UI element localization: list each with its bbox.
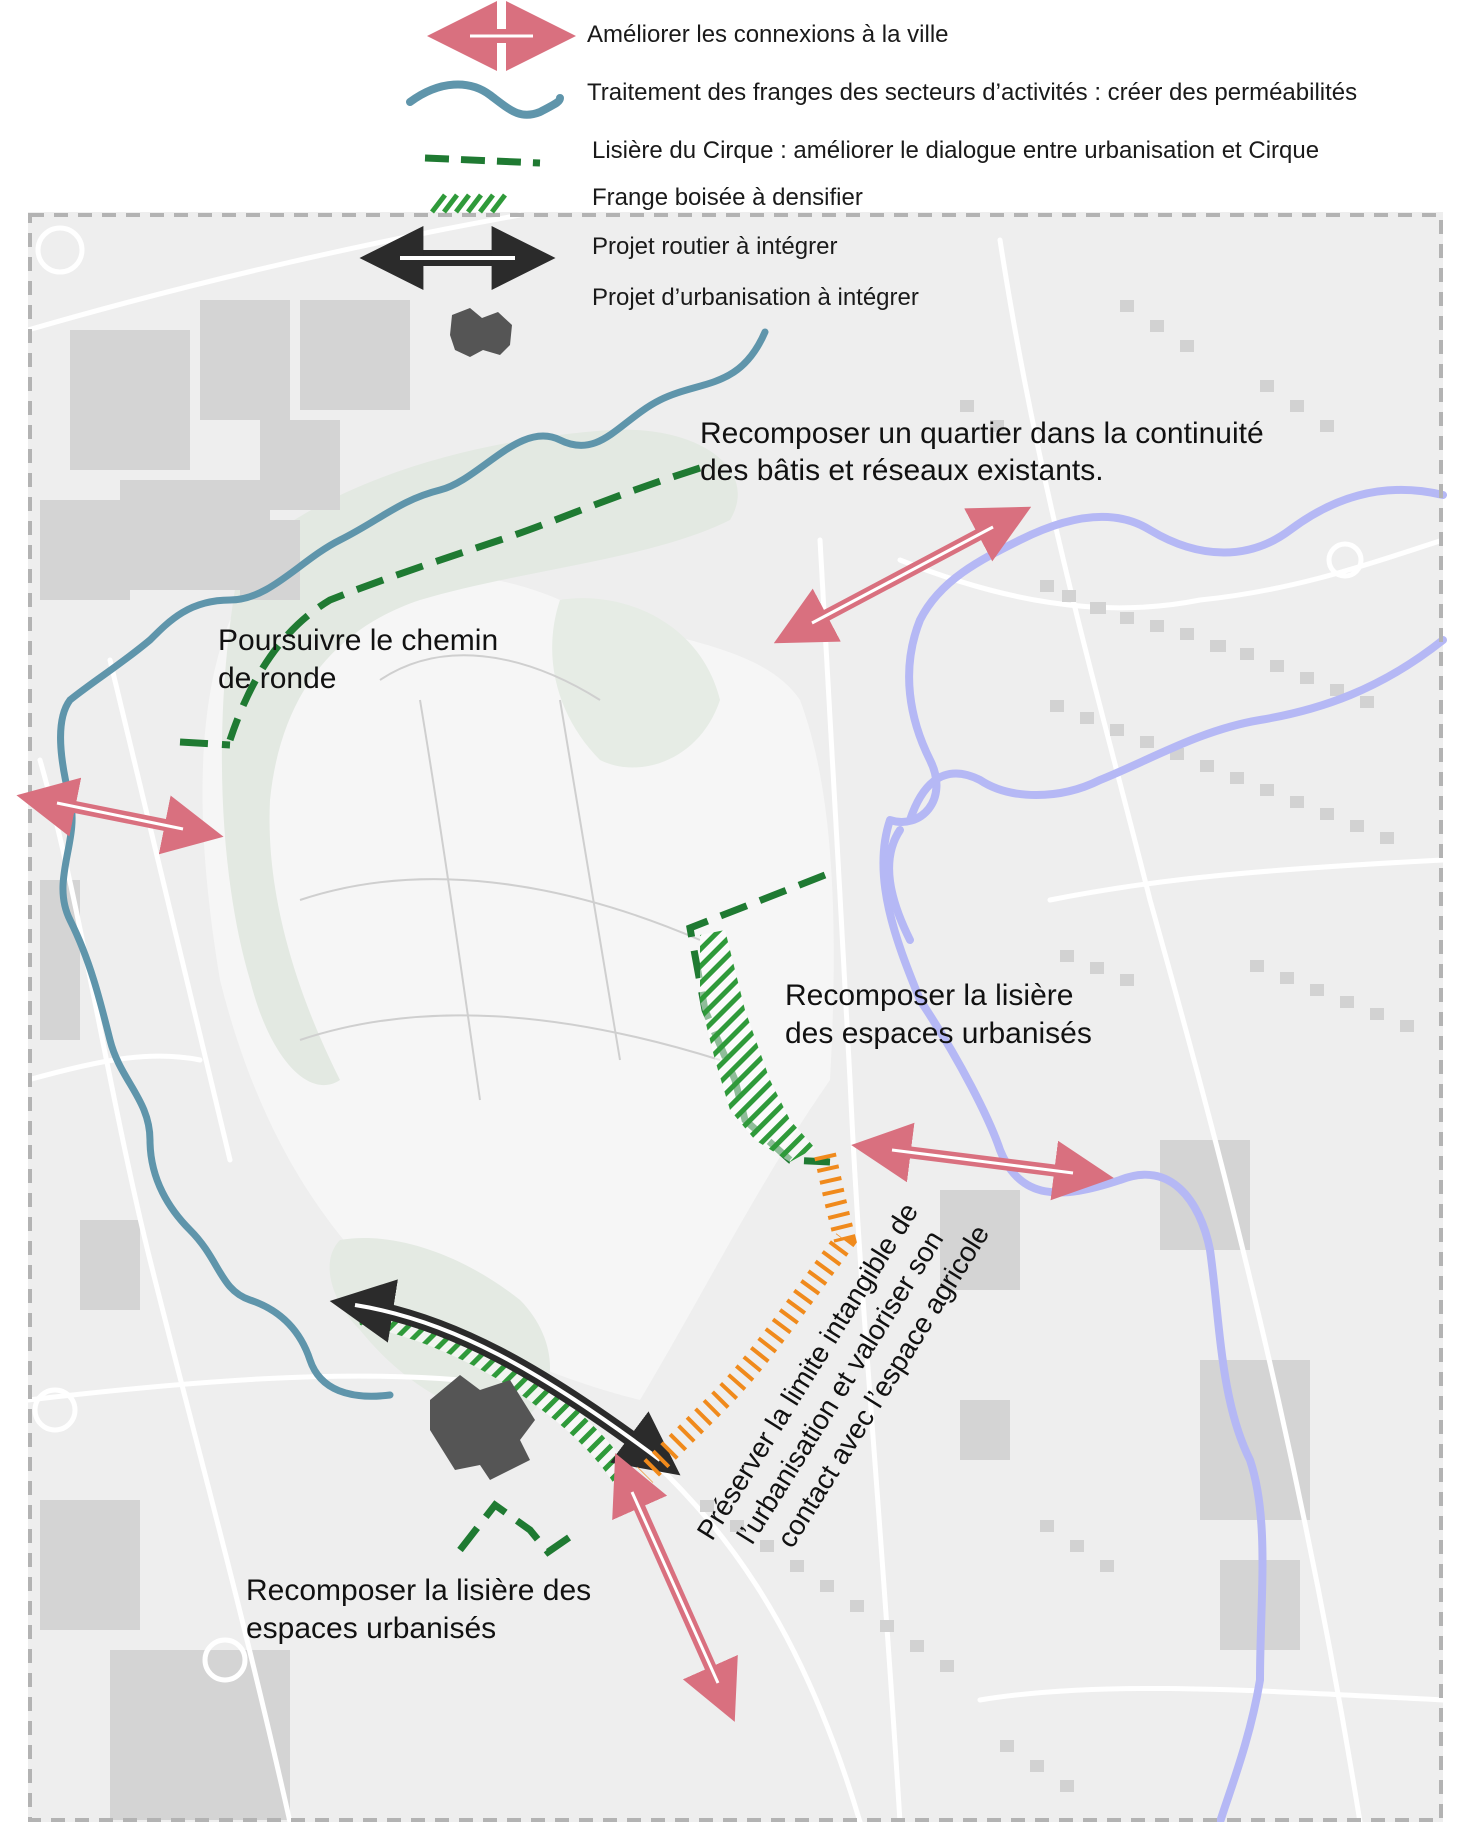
annotation-recompose-quarter-line2: des bâtis et réseaux existants. [700,454,1104,487]
legend-item-road-project: Projet routier à intégrer [359,226,837,290]
road-project-arrow [329,1279,681,1476]
urbanisation-project-buildings [430,1375,535,1480]
legend: Améliorer les connexions à la ville Trai… [359,1,1357,357]
legend-label-urbanisation-project: Projet d’urbanisation à intégrer [592,284,919,311]
map-frame [28,213,1443,1822]
legend-item-urbanisation-project: Projet d’urbanisation à intégrer [450,284,919,357]
green-hatch-icon [430,193,507,214]
annotation-east-edge-line2: des espaces urbanisés [785,1017,1092,1050]
legend-item-connections: Améliorer les connexions à la ville [427,1,949,71]
river [879,485,1447,1826]
annotation-recompose-quarter-line1: Recomposer un quartier dans la continuit… [700,417,1264,450]
annotation-east-edge-line1: Recomposer la lisière [785,979,1073,1012]
green-dashed-line-icon [424,154,541,167]
legend-label-connections: Améliorer les connexions à la ville [587,21,949,48]
legend-label-wooded-fringe: Frange boisée à densifier [592,184,863,211]
grey-building-icon [450,308,512,357]
legend-item-cirque-edge: Lisière du Cirque : améliorer le dialogu… [424,137,1319,167]
urban-texture [700,300,1414,1792]
annotation-south-edge-line2: espaces urbanisés [246,1612,496,1645]
intangible-limit-line [637,1152,857,1483]
annotation-south-edge-line1: Recomposer la lisière des [246,1574,591,1607]
legend-label-road-project: Projet routier à intégrer [592,233,837,260]
legend-item-fringes: Traitement des franges des secteurs d’ac… [406,79,1357,119]
annotation-patrol-path-line2: de ronde [218,662,336,695]
activity-fringe-wave [57,328,769,1400]
legend-item-wooded-fringe: Frange boisée à densifier [430,184,863,214]
legend-label-fringes: Traitement des franges des secteurs d’ac… [587,79,1357,106]
legend-label-cirque-edge: Lisière du Cirque : améliorer le dialogu… [592,137,1319,164]
annotation-patrol-path-line1: Poursuivre le chemin [218,624,498,657]
blue-wave-icon [406,80,564,119]
